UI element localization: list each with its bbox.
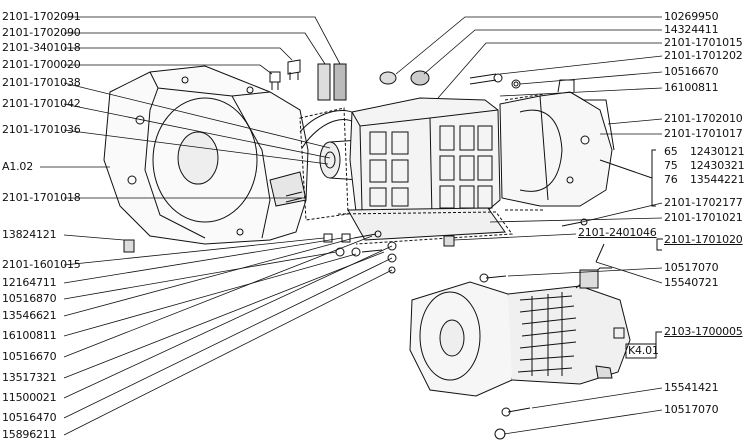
gear-table-key: 75 <box>664 159 678 172</box>
part-label: A1.02 <box>2 160 34 173</box>
part-label: 16100811 <box>664 81 719 94</box>
case-gasket-drawing <box>299 107 349 221</box>
part-label: 15541421 <box>664 381 719 394</box>
part-label: 2101-1701020 <box>664 233 743 246</box>
part-label: 10516470 <box>2 411 57 424</box>
bottom-cover-drawing <box>337 207 513 245</box>
part-label: 13546621 <box>2 309 57 322</box>
part-label: 2101-2401046 <box>578 226 657 239</box>
part-label: 2101-1700020 <box>2 58 81 71</box>
part-label: 10516670 <box>2 350 57 363</box>
part-label: 13517321 <box>2 371 57 384</box>
part-label: K4.01 <box>628 344 659 357</box>
part-label: 15896211 <box>2 428 57 441</box>
part-label: 2103-1700005 <box>664 325 743 338</box>
part-label: 2101-1702010 <box>664 112 743 125</box>
part-label: 10516670 <box>664 65 719 78</box>
part-label: 10269950 <box>664 10 719 23</box>
rear-extension-drawing <box>499 79 615 211</box>
part-label: 2101-1701021 <box>664 211 743 224</box>
part-label: 10516870 <box>2 292 57 305</box>
gear-table-key: 65 <box>664 145 678 158</box>
assembly-bracket <box>625 331 662 359</box>
part-label: 14324411 <box>664 23 719 36</box>
part-label: 2101-1701036 <box>2 123 81 136</box>
small-parts-drawing <box>123 59 588 440</box>
part-label: 2101-1701018 <box>2 191 81 204</box>
right-leader-lines <box>395 16 663 435</box>
gear-table-key: 76 <box>664 173 678 186</box>
clutch-housing-drawing <box>103 65 309 245</box>
gear-table-part: 12430121 <box>690 145 745 158</box>
part-label: 15540721 <box>664 276 719 289</box>
part-label: 2101-1701202 <box>664 49 743 62</box>
assembled-gearbox-drawing <box>409 243 631 397</box>
part-label: 2101-1701015 <box>664 36 743 49</box>
part-label: 2101-1701038 <box>2 76 81 89</box>
part-label: 10517070 <box>664 261 719 274</box>
part-label: 2101-1702177 <box>664 196 743 209</box>
gear-table-part: 13544221 <box>690 173 745 186</box>
gear-table-bracket <box>599 149 656 207</box>
part-label: 12164711 <box>2 276 57 289</box>
part-label: 2101-1701017 <box>664 127 743 140</box>
part-label: 2101-1701042 <box>2 97 81 110</box>
part-label: 11500021 <box>2 391 57 404</box>
gear-table-part: 12430321 <box>690 159 745 172</box>
kit-bracket <box>656 238 663 251</box>
gearbox-case-drawing <box>349 97 501 222</box>
part-label: 2101-3401018 <box>2 41 81 54</box>
part-label: 2101-1702090 <box>2 26 81 39</box>
part-label: 2101-1601015 <box>2 258 81 271</box>
part-label: 10517070 <box>664 403 719 416</box>
left-leader-lines <box>40 16 393 436</box>
part-label: 2101-1702091 <box>2 10 81 23</box>
part-label: 13824121 <box>2 228 57 241</box>
part-label: 16100811 <box>2 329 57 342</box>
